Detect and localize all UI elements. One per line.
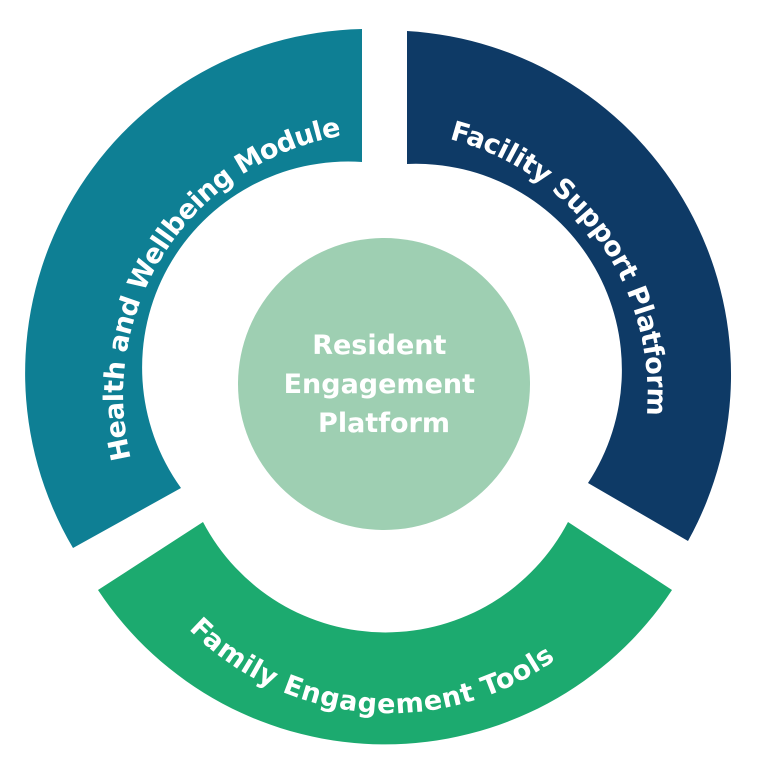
center-label-line-2: Engagement — [284, 369, 476, 400]
segment-health-shape — [25, 29, 363, 548]
center-label-line-1: Resident — [312, 330, 446, 361]
center-circle — [238, 238, 530, 530]
segment-facility-shape — [407, 31, 732, 541]
center-label-line-3: Platform — [318, 408, 450, 439]
center-label: Resident Engagement Platform — [284, 330, 485, 439]
center-hub: Resident Engagement Platform — [238, 238, 530, 530]
segment-family-engagement: Family Engagement Tools — [98, 522, 672, 745]
segment-family-shape — [98, 522, 672, 745]
